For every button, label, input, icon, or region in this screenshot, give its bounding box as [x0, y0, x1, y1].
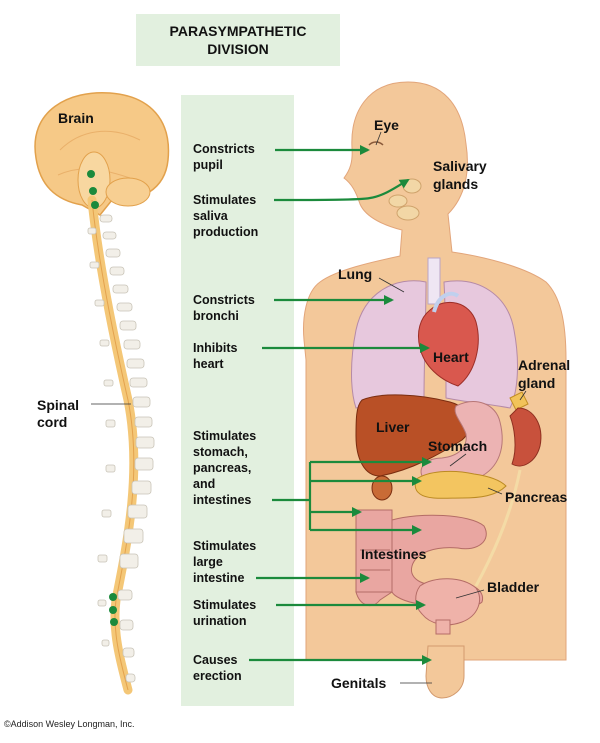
brain-shape — [34, 91, 170, 216]
function-saliva-1: Stimulates — [193, 193, 257, 207]
spinal-cord-label-line-2: cord — [37, 414, 68, 430]
arrow-salivary — [273, 178, 410, 202]
parasympathetic-nuclei-dots — [87, 170, 118, 626]
function-digestion-3: pancreas, — [193, 461, 252, 475]
eye-label: Eye — [374, 117, 399, 133]
function-urination-1: Stimulates — [193, 598, 257, 612]
nerve-arrows — [249, 145, 432, 665]
stomach-label: Stomach — [428, 438, 488, 454]
organ-leaders — [375, 131, 527, 684]
liver-shape — [355, 394, 471, 477]
salivary-glands-label-1: Salivary — [433, 158, 487, 174]
function-saliva-3: production — [193, 225, 259, 239]
function-digestion-2: stomach, — [193, 445, 248, 459]
function-large-intestine-2: large — [193, 555, 223, 569]
function-urination-2: urination — [193, 614, 247, 628]
function-heart-2: heart — [193, 357, 224, 371]
genitals-shape — [425, 645, 465, 699]
adrenal-gland-shape — [509, 391, 529, 411]
function-eye-2: pupil — [193, 158, 223, 172]
spinal-cord-label-line-1: Spinal — [37, 397, 80, 413]
function-column-panel — [181, 95, 294, 706]
function-erection-1: Causes — [193, 653, 238, 667]
eye-shape — [368, 141, 384, 146]
function-bronchi-1: Constricts — [193, 293, 255, 307]
adrenal-gland-label-2: gland — [518, 375, 556, 391]
salivary-glands-label-2: glands — [433, 176, 479, 192]
pancreas-label: Pancreas — [505, 489, 568, 505]
copyright-text: ©Addison Wesley Longman, Inc. — [4, 719, 135, 729]
lung-label: Lung — [338, 266, 373, 282]
function-saliva-2: saliva — [193, 209, 228, 223]
function-erection-2: erection — [193, 669, 242, 683]
function-digestion-4: and — [193, 477, 216, 491]
title-line-2: DIVISION — [207, 41, 269, 57]
vertebrae — [87, 214, 155, 683]
adrenal-gland-label-1: Adrenal — [518, 357, 571, 373]
title-panel: PARASYMPATHETIC DIVISION — [136, 14, 340, 66]
function-digestion-5: intestines — [193, 493, 252, 507]
kidney-shape — [509, 407, 542, 467]
ureter-shape — [474, 469, 522, 587]
bladder-shape — [415, 578, 480, 626]
genitals-label: Genitals — [331, 675, 387, 691]
function-heart-1: Inhibits — [193, 341, 238, 355]
pancreas-shape — [414, 470, 507, 499]
bladder-label: Bladder — [487, 579, 540, 595]
function-digestion-1: Stimulates — [193, 429, 257, 443]
spinal-cord-outline — [91, 199, 135, 691]
liver-label: Liver — [376, 419, 410, 435]
function-large-intestine-3: intestine — [193, 571, 245, 585]
brain-label: Brain — [58, 110, 94, 126]
function-large-intestine-1: Stimulates — [193, 539, 257, 553]
heart-shape — [417, 301, 479, 387]
trachea-shape — [427, 257, 441, 305]
title-line-1: PARASYMPATHETIC — [169, 23, 307, 39]
function-bronchi-2: bronchi — [193, 309, 239, 323]
gallbladder-shape — [371, 475, 393, 501]
urethra-shape — [435, 619, 451, 635]
intestines-label: Intestines — [361, 546, 427, 562]
function-eye-1: Constricts — [193, 142, 255, 156]
heart-label: Heart — [433, 349, 469, 365]
